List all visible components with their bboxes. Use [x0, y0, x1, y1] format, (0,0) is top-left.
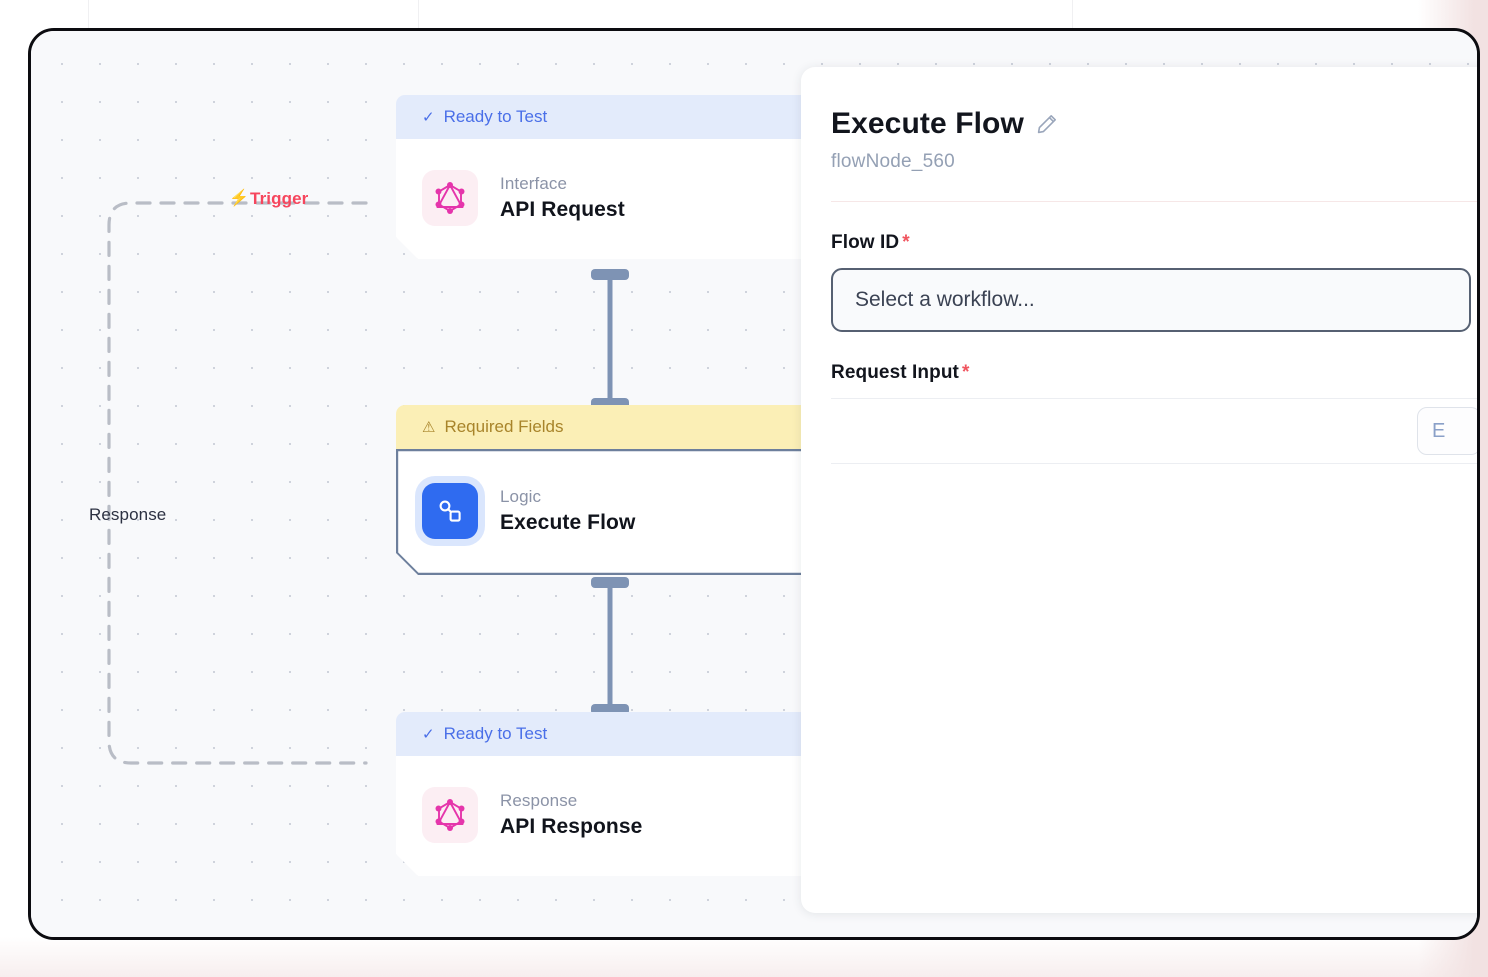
flow-id-select[interactable]: Select a workflow... — [831, 268, 1471, 332]
node-body[interactable]: Response API Response — [396, 756, 824, 876]
top-divider-2 — [418, 0, 419, 28]
node-title: API Response — [500, 815, 643, 838]
node-status-badge: ✓ Ready to Test — [396, 95, 824, 139]
node-id-label: flowNode_560 — [831, 151, 955, 172]
node-status-badge: ⚠ Required Fields — [396, 405, 826, 449]
required-marker: * — [961, 362, 970, 383]
node-status-text: Required Fields — [444, 417, 564, 436]
node-execute-flow[interactable]: ⚠ Required Fields L — [396, 405, 826, 575]
request-input-edit-button[interactable]: E — [1417, 407, 1477, 455]
node-kind-label: Interface — [500, 174, 568, 193]
warning-triangle-icon: ⚠ — [422, 418, 436, 436]
flow-id-select-placeholder: Select a workflow... — [855, 288, 1035, 311]
node-api-request[interactable]: ✓ Ready to Test — [396, 95, 824, 259]
execute-flow-icon — [422, 483, 478, 539]
lightning-bolt-icon: ⚡ — [229, 190, 250, 207]
pencil-icon[interactable] — [1036, 113, 1058, 140]
trigger-label: ⚡ Trigger — [229, 189, 308, 209]
field-label-request-input: Request Input* — [831, 362, 970, 383]
node-title: API Request — [500, 198, 625, 221]
panel-divider — [831, 201, 1477, 202]
top-divider-3 — [1072, 0, 1073, 28]
check-icon: ✓ — [422, 725, 435, 743]
node-status-text: Ready to Test — [443, 107, 548, 126]
required-marker: * — [902, 232, 910, 253]
connector-execute-to-response — [396, 577, 824, 715]
node-inspector-panel: Execute Flow flowNode_560 Flow ID* Selec… — [801, 67, 1477, 913]
graphql-icon — [422, 170, 478, 226]
panel-header: Execute Flow — [831, 107, 1477, 141]
trigger-label-text: Trigger — [250, 189, 309, 208]
node-kind-label: Logic — [500, 487, 542, 506]
node-body[interactable]: Logic Execute Flow — [396, 449, 826, 575]
response-label: Response — [89, 505, 167, 524]
node-kind-label: Response — [500, 791, 578, 810]
node-status-badge: ✓ Ready to Test — [396, 712, 824, 756]
request-input-field[interactable]: E — [831, 398, 1477, 464]
node-api-response[interactable]: ✓ Ready to Test — [396, 712, 824, 876]
feedback-loop-connector — [107, 201, 368, 765]
node-body[interactable]: Interface API Request — [396, 139, 824, 259]
connector-request-to-execute — [396, 269, 824, 409]
graphql-icon — [422, 787, 478, 843]
node-status-text: Ready to Test — [443, 724, 548, 743]
check-icon: ✓ — [422, 108, 435, 126]
app-frame: ⚡ Trigger Response ✓ Ready to Test — [28, 28, 1480, 940]
top-divider-1 — [88, 0, 89, 28]
node-title: Execute Flow — [500, 511, 636, 534]
page-title: Execute Flow — [831, 107, 1024, 140]
field-label-flow-id: Flow ID* — [831, 232, 910, 253]
